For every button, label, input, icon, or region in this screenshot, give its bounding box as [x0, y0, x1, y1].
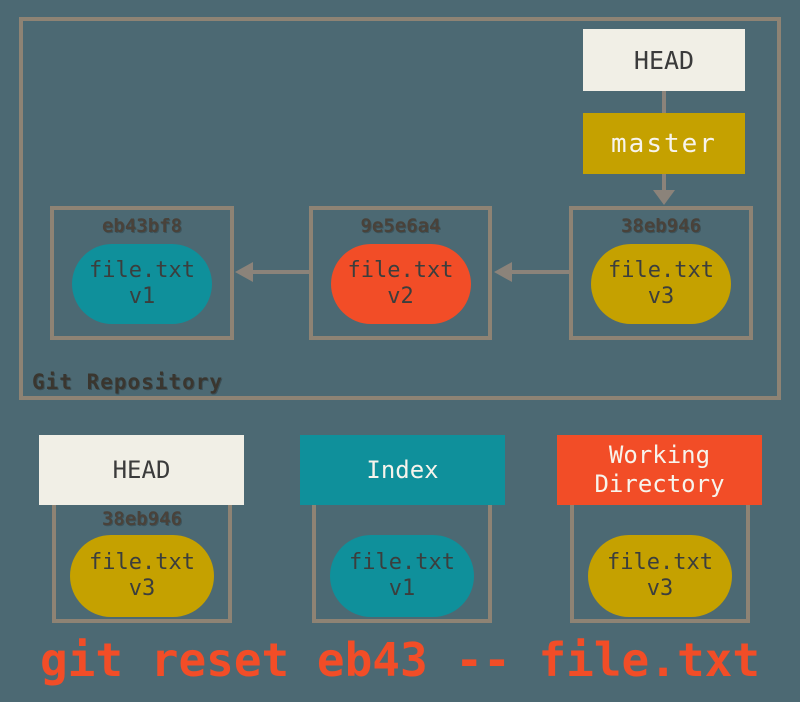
file-blob-v2: file.txt v2 [330, 244, 471, 324]
arrowhead-down-icon [653, 190, 675, 205]
git-repository-container: Git Repository [19, 17, 781, 400]
commit-hash: 38eb946 [620, 215, 702, 237]
commit3-to-commit2-connector [511, 270, 569, 274]
working-directory-area-title: Working Directory [594, 441, 725, 498]
commit-hash: 9e5e6a4 [360, 215, 441, 237]
index-area-header: Index [300, 435, 505, 505]
commit-box-v1: eb43bf8 file.txt v1 [50, 206, 234, 340]
working-directory-area-box: file.txt v3 [570, 500, 750, 623]
git-command-caption: git reset eb43 -- file.txt [39, 633, 761, 687]
file-name: file.txt [89, 257, 195, 283]
file-version: v2 [387, 284, 414, 309]
index-area-file-blob: file.txt v1 [330, 535, 474, 617]
master-branch-box: master [583, 113, 745, 174]
file-name: file.txt [608, 257, 714, 283]
file-blob-v3: file.txt v3 [591, 244, 731, 324]
head-ref-box: HEAD [583, 29, 745, 91]
master-to-commit-connector [662, 174, 666, 191]
file-version: v1 [128, 284, 156, 309]
head-area-header: HEAD [39, 435, 244, 505]
index-area-title: Index [366, 455, 439, 484]
commit2-to-commit1-connector [252, 270, 309, 274]
file-version: v3 [647, 284, 675, 309]
commit-box-v2: 9e5e6a4 file.txt v2 [309, 206, 492, 340]
head-area-file-blob: file.txt v3 [70, 535, 214, 617]
file-blob-v1: file.txt v1 [72, 244, 212, 324]
file-version: v3 [128, 576, 156, 601]
head-area-title: HEAD [112, 455, 171, 484]
file-name: file.txt [347, 257, 454, 283]
file-version: v3 [646, 576, 674, 601]
working-directory-file-blob: file.txt v3 [588, 535, 732, 617]
commit-hash: eb43bf8 [101, 215, 183, 237]
file-name: file.txt [349, 549, 455, 575]
git-repository-label: Git Repository [32, 370, 224, 394]
index-area-box: file.txt v1 [312, 500, 492, 623]
commit-box-v3: 38eb946 file.txt v3 [569, 206, 753, 340]
master-branch-label: master [611, 128, 717, 159]
file-version: v1 [388, 576, 416, 601]
head-to-master-connector [662, 91, 666, 113]
head-area-box: 38eb946 file.txt v3 [52, 500, 232, 623]
head-ref-label: HEAD [633, 45, 695, 75]
arrowhead-left-icon [235, 262, 253, 282]
arrowhead-left-icon [494, 262, 512, 282]
head-area-hash: 38eb946 [101, 508, 183, 530]
file-name: file.txt [89, 549, 195, 575]
file-name: file.txt [607, 549, 713, 575]
working-directory-area-header: Working Directory [557, 435, 762, 505]
